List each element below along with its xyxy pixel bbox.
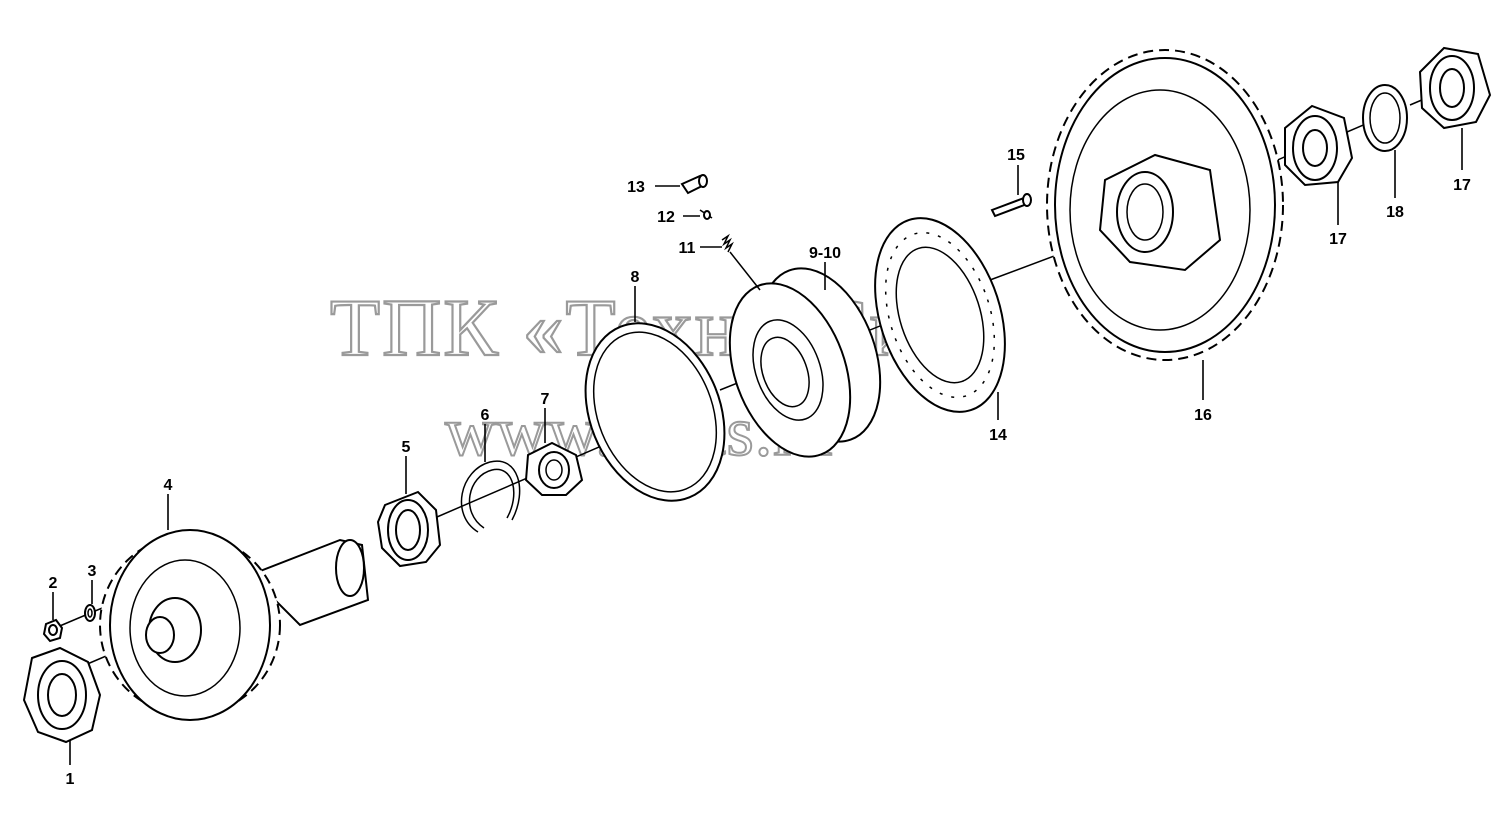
- callout-12: 12: [657, 209, 675, 226]
- part-15-bolt: [990, 193, 1032, 218]
- callout-14: 14: [989, 427, 1007, 444]
- callout-6: 6: [481, 407, 490, 424]
- callout-13: 13: [627, 179, 645, 196]
- callout-7: 7: [541, 391, 550, 408]
- callout-9-10: 9-10: [809, 245, 841, 262]
- part-4-gear-shaft: [99, 529, 370, 721]
- part-7-nut: [524, 441, 584, 496]
- part-11-spring: [721, 233, 761, 291]
- part-17-bearing-b: [1418, 46, 1492, 130]
- part-2-nut: [42, 618, 64, 643]
- callout-2: 2: [49, 575, 58, 592]
- part-13-pin: [680, 174, 708, 195]
- callout-8: 8: [631, 269, 640, 286]
- leader-lines: [52, 128, 1463, 765]
- part-8-ring: [584, 322, 726, 502]
- callout-17-middle: 17: [1329, 231, 1347, 248]
- callout-16: 16: [1194, 407, 1212, 424]
- callout-18: 18: [1386, 204, 1404, 221]
- part-6-snap-ring: [460, 460, 521, 533]
- callout-11: 11: [679, 240, 696, 257]
- callout-1: 1: [66, 771, 75, 788]
- callout-17-right: 17: [1453, 177, 1471, 194]
- part-9-10-carrier: [728, 267, 882, 458]
- part-17-bearing-a: [1284, 104, 1354, 187]
- part-3-washer: [84, 604, 96, 622]
- part-5-bearing: [376, 490, 442, 568]
- part-12-small-pin: [699, 209, 713, 220]
- callout-15: 15: [1007, 147, 1025, 164]
- part-18-washer: [1362, 84, 1408, 152]
- callout-3: 3: [88, 563, 97, 580]
- callout-4: 4: [164, 477, 173, 494]
- part-14-disc: [874, 217, 1006, 413]
- callout-5: 5: [402, 439, 411, 456]
- part-1-bearing: [22, 646, 102, 744]
- part-16-large-gear: [1046, 49, 1284, 361]
